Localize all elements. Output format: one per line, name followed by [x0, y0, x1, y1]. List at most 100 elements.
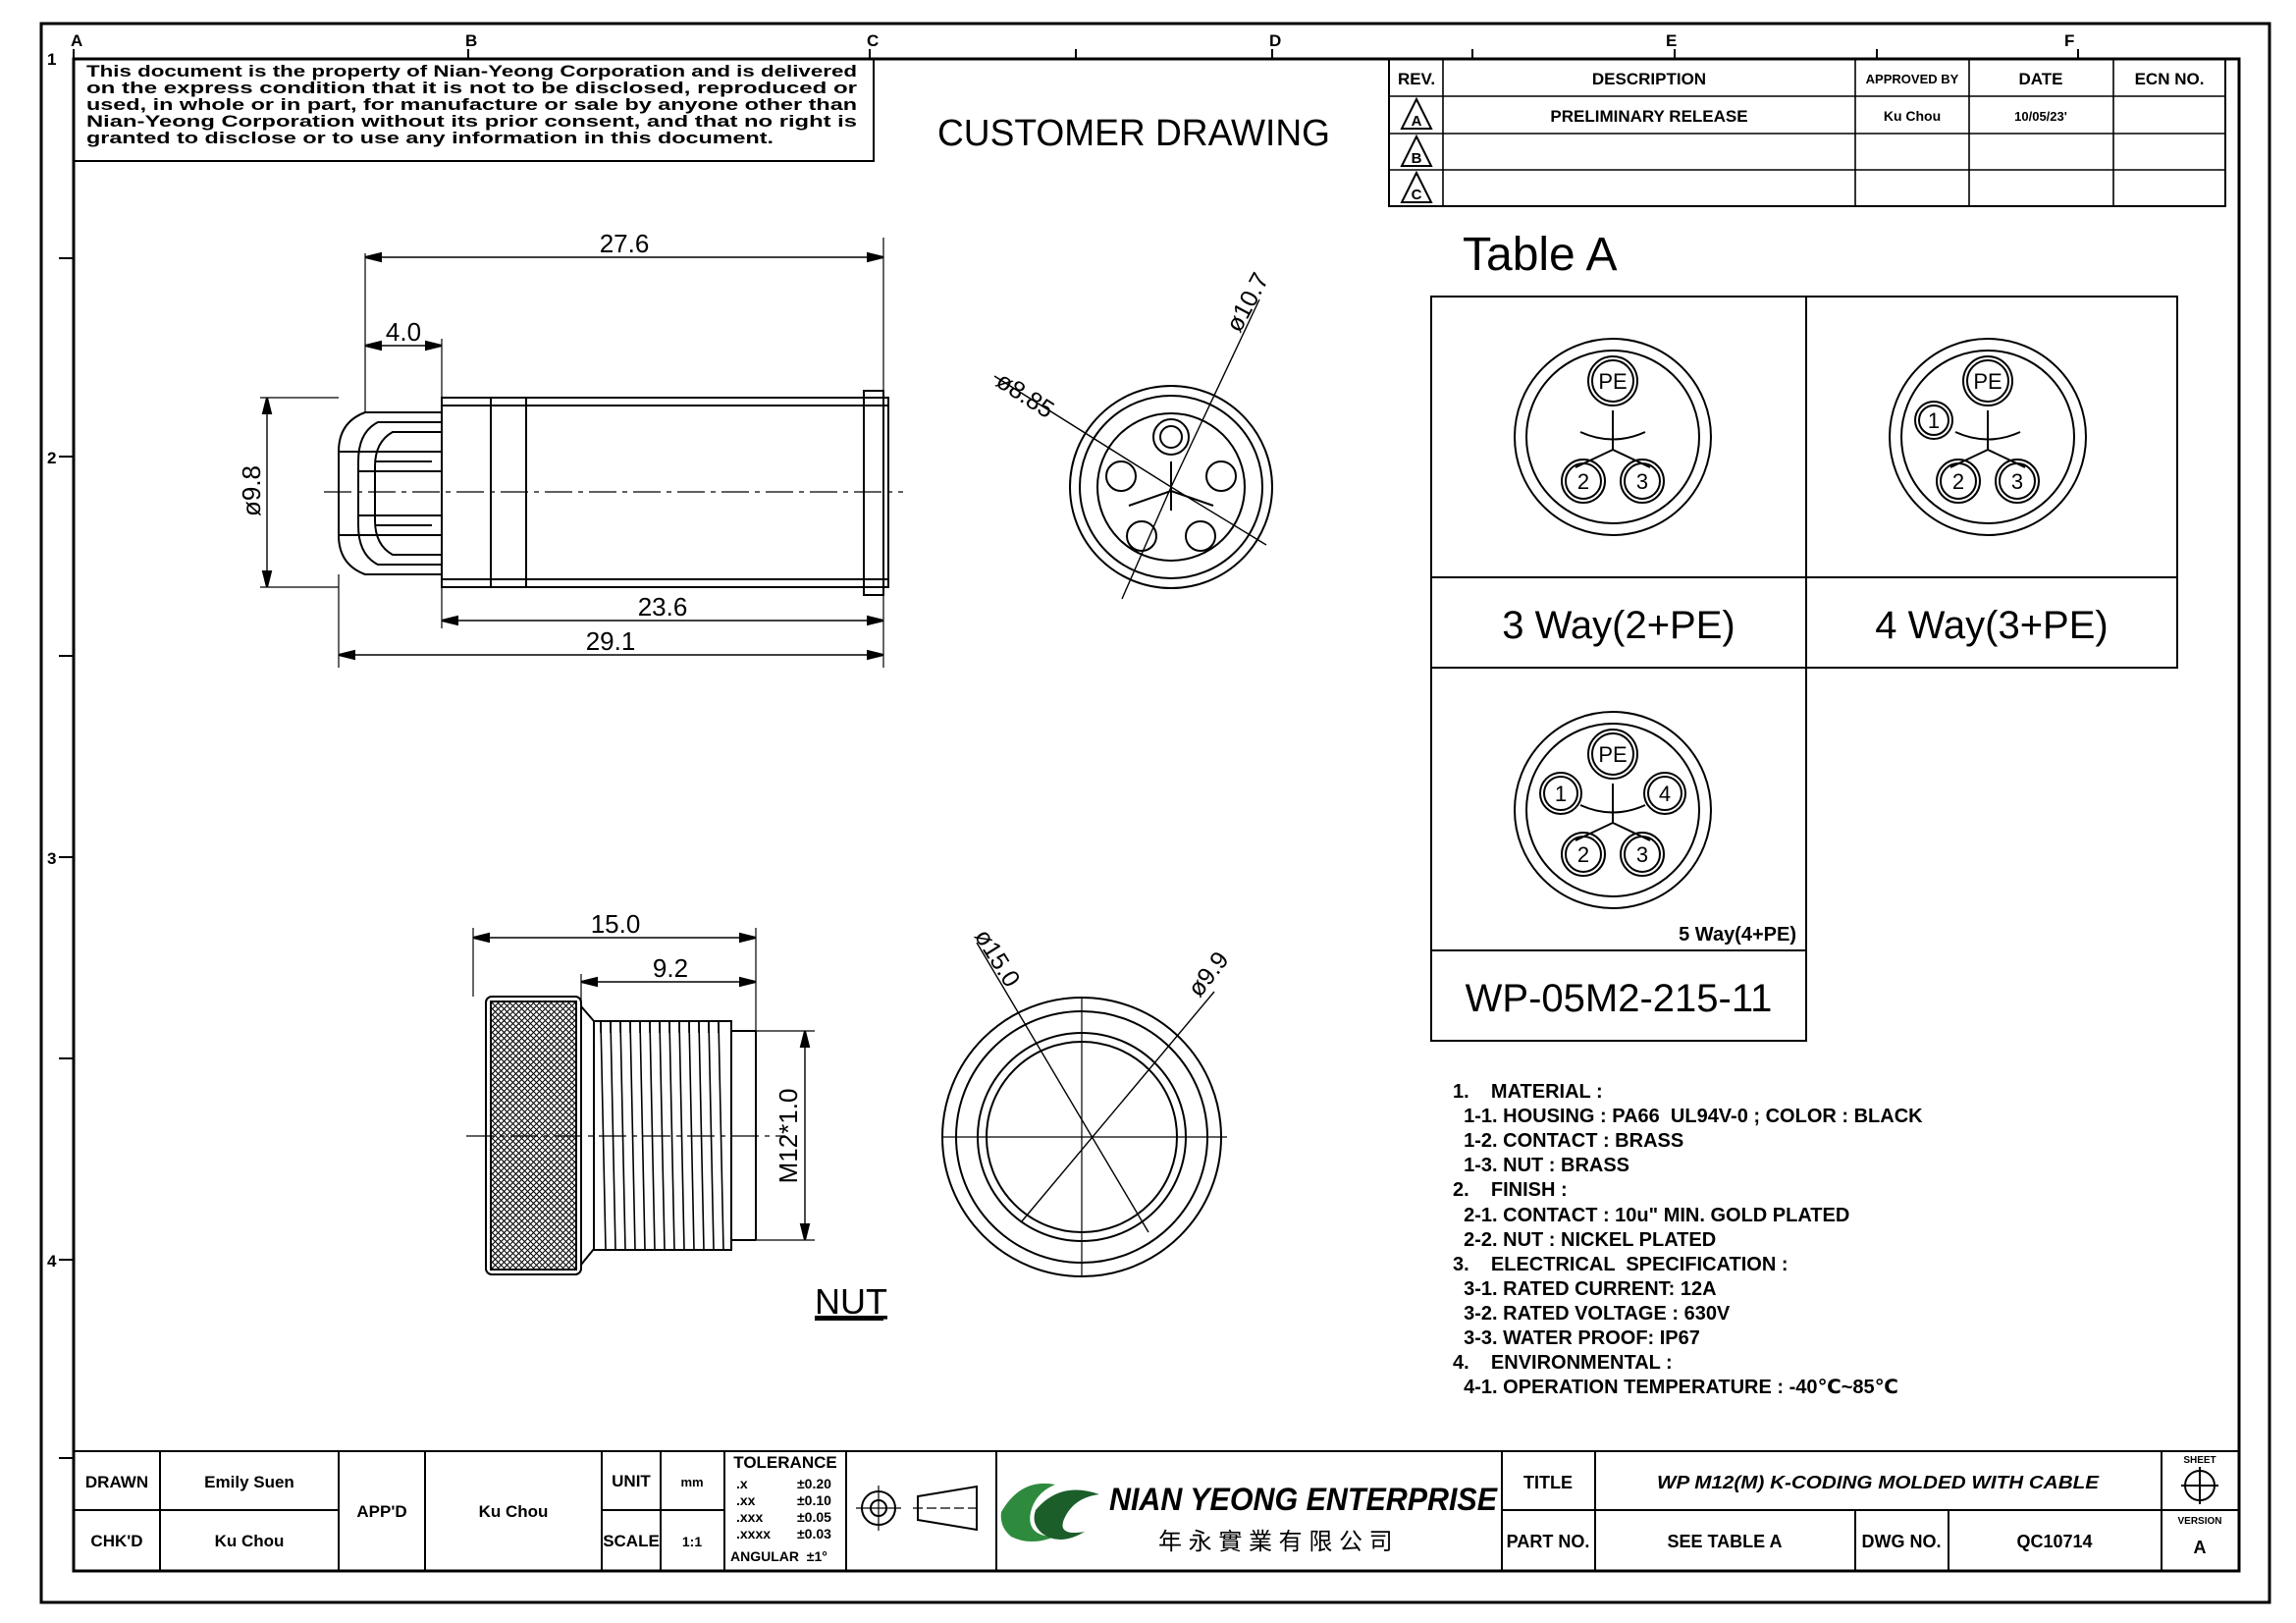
note-line: 3-2. RATED VOLTAGE : 630V [1453, 1303, 1731, 1325]
dim-nut-thread-len: 9.2 [653, 953, 688, 983]
dwg-no-label: DWG NO. [1862, 1532, 1942, 1551]
connector-side-view [260, 238, 903, 668]
pin-3-label: 3 [1636, 469, 1648, 494]
tolerance-key: .xxxx [736, 1526, 771, 1542]
tolerance-key: .xxx [736, 1509, 763, 1525]
pin-layout-5-way: PE 1 4 2 3 5 Way(4+PE) [1514, 711, 1796, 946]
note-line: 2-1. CONTACT : 10u" MIN. GOLD PLATED [1453, 1205, 1849, 1226]
tolerance-value: ±0.05 [797, 1509, 831, 1525]
dim-side-diameter: ø9.8 [237, 465, 266, 516]
rev-a-date: 10/05/23' [2014, 109, 2067, 124]
tolerance-label: TOLERANCE [733, 1453, 836, 1472]
svg-text:B: B [1412, 150, 1422, 167]
note-line: 4. ENVIRONMENTAL : [1453, 1352, 1673, 1374]
company-logo-icon [1000, 1483, 1099, 1542]
nut-label: NUT [815, 1281, 887, 1322]
rev-header-ecn: ECN NO. [2135, 70, 2205, 88]
tolerance-value: ±0.20 [797, 1476, 831, 1491]
dim-overall-top: 27.6 [600, 229, 650, 258]
rev-header-approved: APPROVED BY [1866, 72, 1959, 86]
pin-1-label: 1 [1928, 408, 1940, 433]
pin-2-label: 2 [1577, 842, 1589, 867]
outer-border [39, 22, 2271, 1604]
rev-header-description: DESCRIPTION [1592, 70, 1706, 88]
pin-pe-label: PE [1598, 369, 1627, 394]
drawn-value: Emily Suen [204, 1473, 294, 1491]
chkd-value: Ku Chou [215, 1532, 285, 1550]
version-label: VERSION [2177, 1516, 2221, 1527]
connector-front-view [993, 298, 1273, 600]
table-a-part-number: WP-05M2-215-11 [1466, 977, 1773, 1020]
grid-col-c: C [867, 31, 879, 50]
grid-col-e: E [1666, 31, 1677, 50]
nut-side-view [466, 928, 815, 1275]
nut-front-view [941, 942, 1227, 1277]
table-a-title: Table A [1463, 229, 1617, 281]
pin-pe-label: PE [1973, 369, 2002, 394]
unit-label: UNIT [612, 1472, 651, 1490]
scale-label: SCALE [603, 1532, 660, 1550]
note-line: 1-1. HOUSING : PA66 UL94V-0 ; COLOR : BL… [1453, 1106, 1923, 1127]
grid-row-3: 3 [47, 849, 56, 868]
pin-3-label: 3 [1636, 842, 1648, 867]
notice-box: This document is the property of Nian-Ye… [73, 58, 875, 162]
drawn-label: DRAWN [85, 1473, 148, 1491]
notice-line-2: on the express condition that it is not … [86, 80, 858, 97]
title-value: WP M12(M) K-CODING MOLDED WITH CABLE [1657, 1473, 2100, 1492]
appd-value: Ku Chou [479, 1502, 549, 1521]
grid-col-d: D [1269, 31, 1281, 50]
grid-ticks [59, 49, 2079, 1459]
config-3-way-label: 3 Way(2+PE) [1502, 604, 1735, 647]
grid-row-4: 4 [47, 1252, 57, 1271]
part-no-value: SEE TABLE A [1667, 1532, 1782, 1551]
dwg-no-value: QC10714 [2016, 1532, 2092, 1551]
tolerance-key: .x [736, 1476, 748, 1491]
tolerance-value: ±0.03 [797, 1526, 831, 1542]
notes: 1. MATERIAL : 1-1. HOUSING : PA66 UL94V-… [1453, 1081, 1923, 1398]
config-5-way-label: 5 Way(4+PE) [1679, 924, 1796, 946]
tolerance-value: ±0.10 [797, 1492, 831, 1508]
company-name-cn: 年 永 實 業 有 限 公 司 [1158, 1529, 1393, 1555]
svg-text:A: A [1412, 113, 1422, 130]
notice-line-1: This document is the property of Nian-Ye… [86, 63, 857, 81]
dim-nut-front-outer: ø15.0 [969, 924, 1026, 992]
dim-nut-thread: M12*1.0 [774, 1089, 803, 1184]
note-line: 3. ELECTRICAL SPECIFICATION : [1453, 1254, 1789, 1275]
rev-a-description: PRELIMINARY RELEASE [1550, 107, 1747, 126]
scale-value: 1:1 [682, 1534, 702, 1549]
dim-nut-front-inner: ø9.9 [1183, 947, 1235, 1002]
svg-text:C: C [1412, 187, 1422, 203]
rev-header-rev: REV. [1398, 70, 1435, 88]
rev-header-date: DATE [2018, 70, 2062, 88]
note-line: 3-1. RATED CURRENT: 12A [1453, 1278, 1717, 1300]
dim-front-outer: ø10.7 [1221, 268, 1275, 337]
version-value: A [2194, 1538, 2207, 1557]
tolerance-key: .xx [736, 1492, 756, 1508]
note-line: 1-3. NUT : BRASS [1453, 1155, 1629, 1176]
config-4-way-label: 4 Way(3+PE) [1875, 604, 2108, 647]
unit-value: mm [680, 1475, 703, 1489]
grid-row-2: 2 [47, 449, 56, 467]
dim-front-inner: ø8.85 [991, 367, 1059, 424]
note-line: 1. MATERIAL : [1453, 1081, 1603, 1103]
note-line: 3-3. WATER PROOF: IP67 [1453, 1327, 1700, 1349]
grid-row-1: 1 [47, 50, 56, 69]
part-no-label: PART NO. [1507, 1532, 1590, 1551]
title-label: TITLE [1523, 1473, 1573, 1492]
dim-overall-bottom: 29.1 [586, 626, 636, 656]
pin-3-label: 3 [2011, 469, 2023, 494]
rev-c-triangle-icon: C [1400, 170, 1433, 203]
rev-a-triangle-icon: A [1400, 96, 1433, 130]
pin-1-label: 1 [1555, 782, 1567, 806]
chkd-label: CHK'D [90, 1532, 142, 1550]
table-a-grid [1430, 296, 2178, 1042]
angular-tolerance: ANGULAR ±1° [730, 1548, 828, 1564]
note-line: 2. FINISH : [1453, 1179, 1568, 1201]
dim-nut-overall: 15.0 [591, 909, 641, 939]
grid-col-b: B [465, 31, 477, 50]
rev-a-approved-by: Ku Chou [1884, 108, 1941, 124]
pin-2-label: 2 [1952, 469, 1964, 494]
title-block: DRAWN Emily Suen CHK'D Ku Chou APP'D Ku … [74, 1450, 2239, 1571]
pin-4-label: 4 [1659, 782, 1671, 806]
